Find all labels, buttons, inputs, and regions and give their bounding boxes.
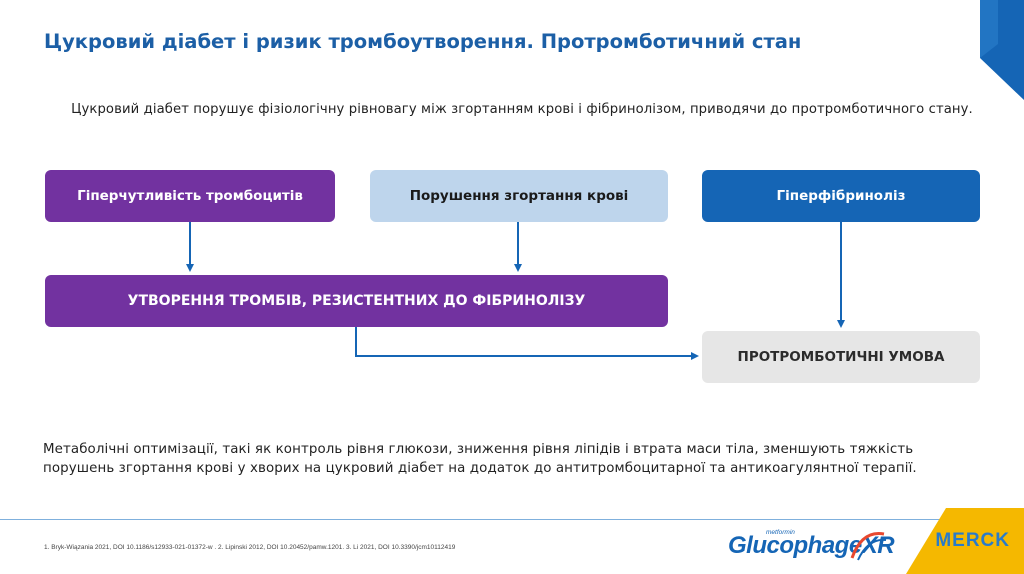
box-hyperfibrinolysis: Гіперфібриноліз (702, 170, 980, 222)
corner-decoration-bottom (906, 508, 1024, 574)
intro-text: Цукровий діабет порушує фізіологічну рів… (71, 102, 973, 117)
box-thrombus-formation: УТВОРЕННЯ ТРОМБІВ, РЕЗИСТЕНТНИХ ДО ФІБРИ… (45, 275, 668, 327)
logo-swoosh-icon (850, 532, 887, 561)
box-coagulation-disorder: Порушення згортання крові (370, 170, 668, 222)
corner-decoration-top (980, 0, 1024, 100)
logo-subtitle: metformin (766, 529, 795, 536)
footer-divider (0, 519, 985, 520)
references-footnote: 1. Bryk-Wiązania 2021, DOI 10.1186/s1293… (44, 544, 456, 551)
glucophage-logo: metformin GlucophageXR (726, 526, 895, 568)
box-prothrombotic-conditions: ПРОТРОМБОТИЧНІ УМОВА (702, 331, 980, 383)
arrow-box4-to-box5 (355, 327, 699, 360)
box-platelet-hypersensitivity: Гіперчутливість тромбоцитів (45, 170, 335, 222)
merck-logo: MERCK (935, 530, 1010, 551)
page-title: Цукровий діабет і ризик тромбоутворення.… (44, 30, 802, 53)
conclusion-text: Метаболічні оптимізації, такі як контрол… (43, 442, 917, 476)
logo-brand-main: Glucophage (728, 532, 862, 559)
